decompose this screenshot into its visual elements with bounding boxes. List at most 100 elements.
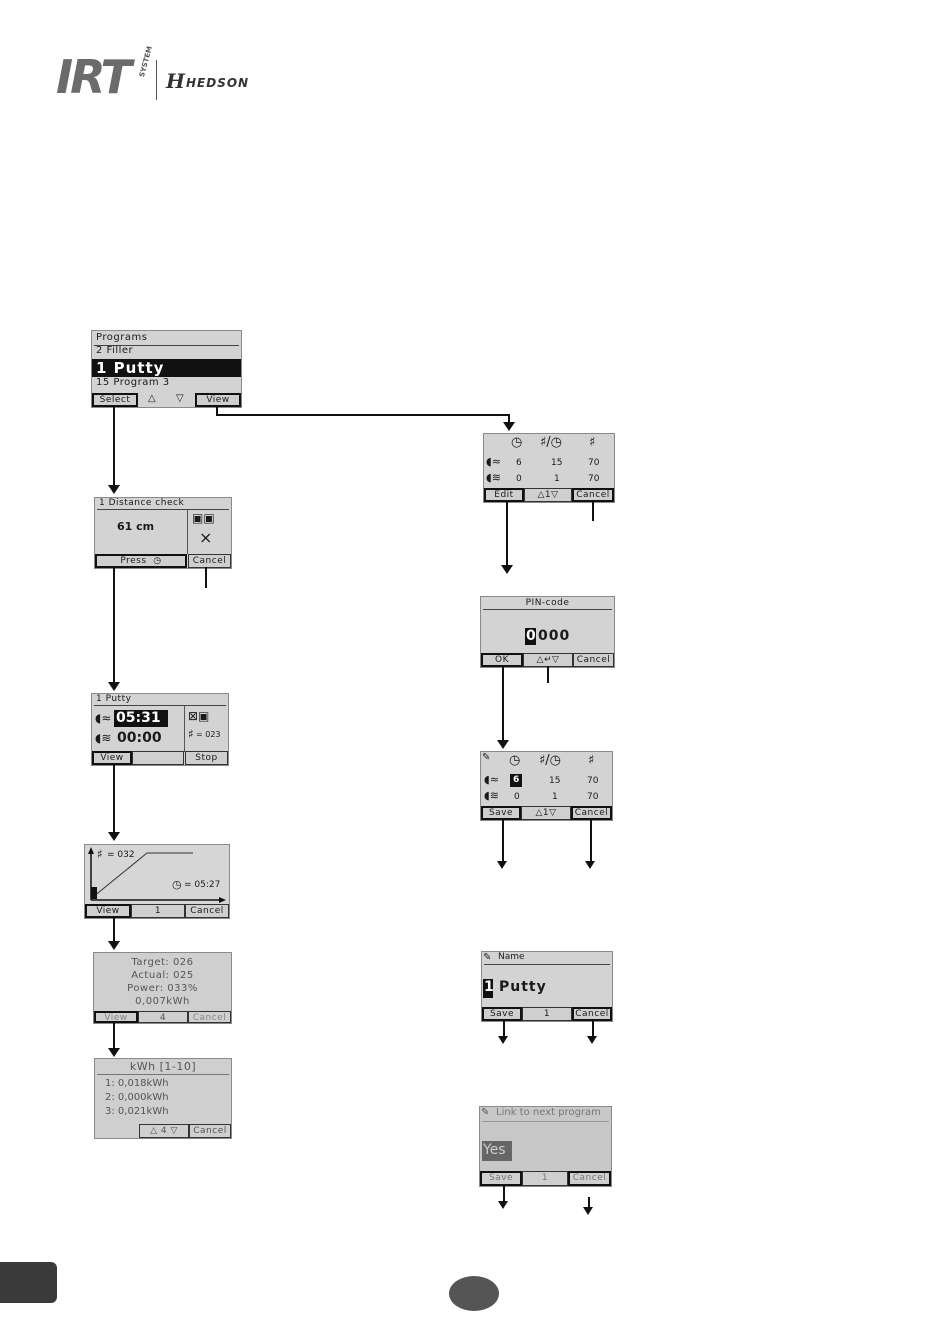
cancel-button[interactable]: Cancel xyxy=(572,1007,612,1021)
actual-line: Actual: 025 xyxy=(131,970,194,981)
page-indicator: 1 xyxy=(131,904,185,918)
flow-arrow xyxy=(592,1020,594,1038)
temperature-icon: ♯ xyxy=(589,435,596,450)
clock-icon: ◷ xyxy=(172,878,182,891)
step1-temp: 70 xyxy=(588,458,600,468)
name-number[interactable]: 1 xyxy=(484,979,494,995)
down-arrow-icon[interactable]: ▽ xyxy=(176,393,184,404)
down-arrow-icon[interactable]: ▽ xyxy=(551,490,559,500)
temperature-value: = 023 xyxy=(196,730,221,739)
link-value[interactable]: Yes xyxy=(483,1142,506,1158)
program-item-selected[interactable]: 1 Putty xyxy=(92,359,241,377)
up-arrow-icon[interactable]: △ xyxy=(150,1126,158,1136)
stop-button[interactable]: Stop xyxy=(185,751,228,765)
view-button[interactable]: View xyxy=(92,751,132,765)
arrow-head xyxy=(498,1036,508,1044)
step2-time[interactable]: 0 xyxy=(514,792,520,802)
screen-program-name: ✎ Name 1 Putty Save 1 Cancel xyxy=(481,951,613,1022)
pin-digits[interactable]: 000 xyxy=(538,628,571,644)
flow-arrow xyxy=(502,666,504,742)
step1-rate[interactable]: 15 xyxy=(549,776,561,786)
enter-icon[interactable]: ↵ xyxy=(543,655,553,665)
cancel-button[interactable]: Cancel xyxy=(573,653,614,667)
power-line: Power: 033% xyxy=(127,983,198,994)
page-indicator: 1 xyxy=(522,1171,568,1186)
arrow-head xyxy=(108,941,120,950)
flow-arrow xyxy=(506,501,508,567)
graph-plot xyxy=(88,847,226,903)
cancel-button[interactable]: Cancel xyxy=(188,1011,231,1023)
temp-per-time-icon: ♯/◷ xyxy=(540,435,563,450)
cancel-button[interactable]: Cancel xyxy=(572,488,614,502)
screen-divider xyxy=(184,706,185,752)
flow-arrow xyxy=(503,1020,505,1038)
pin-cursor xyxy=(525,628,536,645)
step1-time-input[interactable]: 6 xyxy=(513,775,520,785)
flow-arrow xyxy=(113,567,115,684)
irt-logo: IRT xyxy=(56,50,132,104)
up-arrow-icon[interactable]: △ xyxy=(148,393,156,404)
edit-icon: ✎ xyxy=(481,1107,490,1118)
screen-divider xyxy=(187,510,188,554)
cancel-button[interactable]: Cancel xyxy=(188,554,231,568)
energy-line: 0,007kWh xyxy=(135,996,190,1007)
name-input[interactable]: Putty xyxy=(499,979,547,995)
view-button[interactable]: View xyxy=(85,904,131,918)
up-arrow-icon[interactable]: △ xyxy=(535,808,543,818)
pin-navigation[interactable]: △↵▽ xyxy=(523,653,573,667)
down-arrow-icon[interactable]: ▽ xyxy=(552,655,560,665)
view-button[interactable]: View xyxy=(94,1011,138,1023)
arrow-head xyxy=(583,1207,593,1215)
step1-temp[interactable]: 70 xyxy=(587,776,599,786)
clock-icon: ◷ xyxy=(511,435,523,450)
kwh-entry: 2: 0,000kWh xyxy=(105,1092,169,1103)
time1-highlight xyxy=(114,710,168,727)
heat-lamp-icon: ◖≈ xyxy=(95,711,112,725)
step2-rate: 1 xyxy=(554,474,560,484)
flow-arrow xyxy=(503,1185,505,1203)
screen-link-next-program: ✎ Link to next program Yes Save 1 Cancel xyxy=(479,1106,612,1187)
arrow-head xyxy=(497,740,509,749)
page-control[interactable]: △ 4 ▽ xyxy=(139,1124,189,1138)
page-control[interactable]: △1▽ xyxy=(521,806,571,820)
cancel-button[interactable]: Cancel xyxy=(568,1171,611,1186)
distance-value: 61 cm xyxy=(117,520,155,533)
save-button[interactable]: Save xyxy=(481,806,521,820)
select-button[interactable]: Select xyxy=(92,393,138,407)
logo-divider xyxy=(156,60,157,100)
arrow-head xyxy=(501,565,513,574)
up-arrow-icon[interactable]: △ xyxy=(536,655,544,665)
down-arrow-icon[interactable]: ▽ xyxy=(549,808,557,818)
kwh-entry: 3: 0,021kWh xyxy=(105,1106,169,1117)
save-button[interactable]: Save xyxy=(482,1007,522,1021)
flow-arrow xyxy=(216,406,218,416)
program-item[interactable]: 2 Filler xyxy=(96,345,134,356)
step2-temp[interactable]: 70 xyxy=(587,792,599,802)
cancel-button[interactable]: Cancel xyxy=(189,1124,231,1138)
screen-title: Name xyxy=(498,952,525,962)
save-button[interactable]: Save xyxy=(480,1171,522,1186)
clock-icon: ◷ xyxy=(509,753,521,768)
up-arrow-icon[interactable]: △ xyxy=(537,490,545,500)
screen-distance-check: 1 Distance check 61 cm ▣▣ ⨯ Press ◷ Canc… xyxy=(94,497,232,569)
edit-button[interactable]: Edit xyxy=(484,488,524,502)
page-control[interactable]: △1▽ xyxy=(524,488,572,502)
graph-temp-label: = 032 xyxy=(107,850,135,860)
page-indicator: 1 xyxy=(542,808,550,818)
screen-program-view: ◷ ♯/◷ ♯ ◖≈ ◖≋ 6 15 70 0 1 70 Edit △1▽ Ca… xyxy=(483,433,615,503)
edit-cursor xyxy=(510,774,522,787)
down-arrow-icon[interactable]: ▽ xyxy=(170,1126,178,1136)
pin-digit-active[interactable]: 0 xyxy=(526,628,536,644)
arrow-head xyxy=(503,422,515,431)
press-button[interactable]: Press ◷ xyxy=(95,554,187,568)
flow-arrow xyxy=(502,819,504,863)
step2-rate[interactable]: 1 xyxy=(552,792,558,802)
cancel-button[interactable]: Cancel xyxy=(571,806,612,820)
flow-arrow xyxy=(508,414,510,424)
program-item[interactable]: 15 Program 3 xyxy=(96,377,170,388)
view-button[interactable]: View xyxy=(195,393,241,407)
ok-button[interactable]: OK xyxy=(481,653,523,667)
cancel-button[interactable]: Cancel xyxy=(185,904,229,918)
heat-lamp-icon: ◖≈ xyxy=(486,455,502,468)
hedson-mark-icon: H xyxy=(166,69,185,93)
